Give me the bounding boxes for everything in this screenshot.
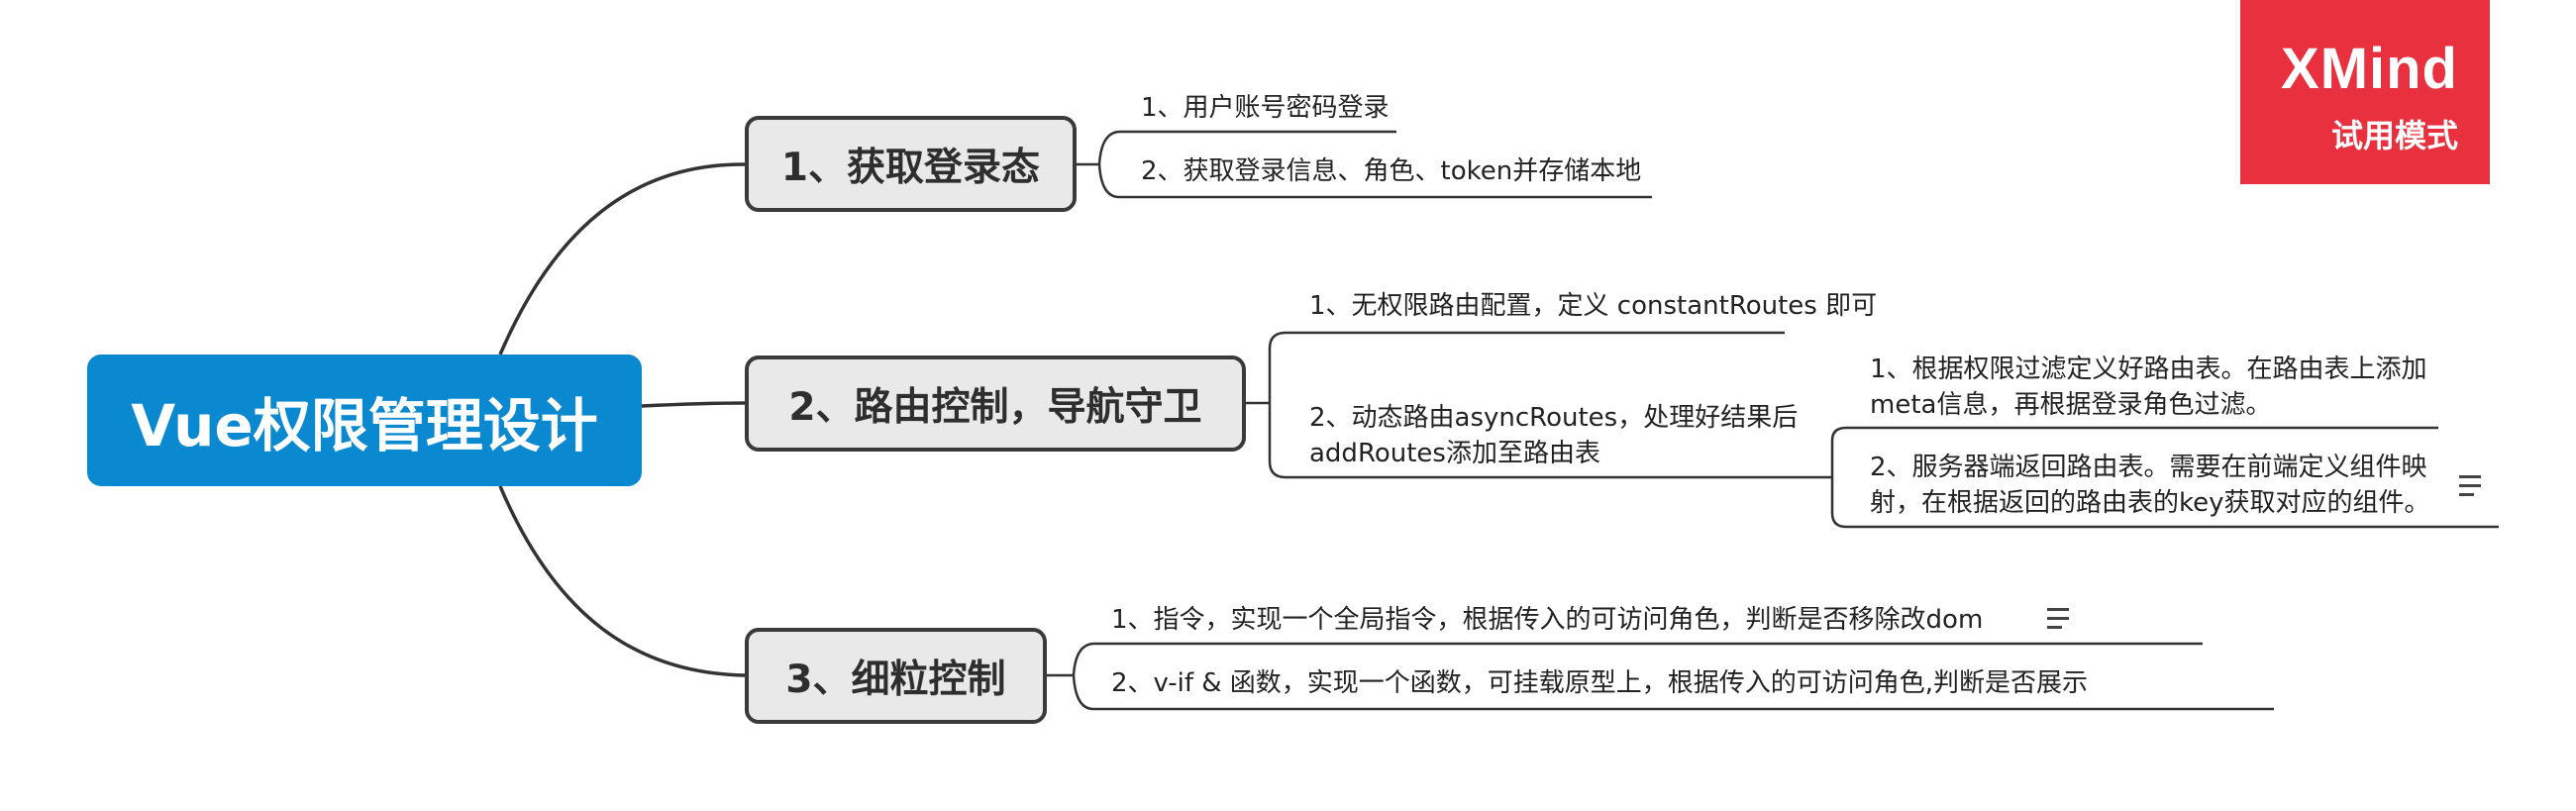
- leaf-text-line1: 2、服务器端返回路由表。需要在前端定义组件映: [1870, 453, 2427, 482]
- leaf-text: 2、v-if & 函数，实现一个函数，可挂载原型上，根据传入的可访问角色,判断是…: [1111, 668, 2089, 698]
- leaf-account-login[interactable]: 1、用户账号密码登录: [1141, 90, 1390, 126]
- badge-brand: XMind: [2281, 37, 2458, 101]
- leaf-server-routes[interactable]: 2、服务器端返回路由表。需要在前端定义组件映 射，在根据返回的路由表的key获取…: [1870, 450, 2464, 521]
- leaf-text: 1、指令，实现一个全局指令，根据传入的可访问角色，判断是否移除改dom: [1111, 605, 1984, 635]
- leaf-text: 2、获取登录信息、角色、token并存储本地: [1141, 156, 1642, 186]
- connector-root-topic2: [641, 401, 746, 408]
- connector-root-topic1: [498, 162, 746, 355]
- connector-topic2-leaves: [1246, 331, 1832, 479]
- topic-label: 3、细粒控制: [785, 657, 1006, 702]
- connector-root-topic3: [498, 485, 746, 677]
- topic-label: 1、获取登录态: [780, 145, 1041, 190]
- leaf-text-line2: 射，在根据返回的路由表的key获取对应的组件。: [1870, 488, 2430, 518]
- leaf-vif-function[interactable]: 2、v-if & 函数，实现一个函数，可挂载原型上，根据传入的可访问角色,判断是…: [1111, 665, 2088, 701]
- leaf-text-line1: 2、动态路由asyncRoutes，处理好结果后: [1309, 403, 1799, 433]
- root-node[interactable]: Vue权限管理设计: [87, 355, 642, 486]
- topic-label: 2、路由控制，导航守卫: [788, 384, 1202, 430]
- topic-route-control[interactable]: 2、路由控制，导航守卫: [745, 355, 1246, 452]
- leaf-store-token[interactable]: 2、获取登录信息、角色、token并存储本地: [1141, 153, 1641, 189]
- leaf-text-line1: 1、根据权限过滤定义好路由表。在路由表上添加: [1870, 355, 2427, 384]
- leaf-text-line2: addRoutes添加至路由表: [1309, 439, 1600, 468]
- badge-subtitle: 试用模式: [2330, 117, 2458, 154]
- note-icon[interactable]: [2459, 475, 2481, 502]
- connector-subleaves: [1830, 426, 2499, 529]
- connector-topic1-leaves: [1077, 130, 1652, 199]
- leaf-directive[interactable]: 1、指令，实现一个全局指令，根据传入的可访问角色，判断是否移除改dom: [1111, 602, 1983, 638]
- leaf-text-line2: meta信息，再根据登录角色过滤。: [1870, 390, 2272, 420]
- leaf-constant-routes[interactable]: 1、无权限路由配置，定义 constantRoutes 即可: [1309, 288, 1877, 324]
- topic-login-state[interactable]: 1、获取登录态: [745, 116, 1077, 212]
- leaf-filter-routes[interactable]: 1、根据权限过滤定义好路由表。在路由表上添加 meta信息，再根据登录角色过滤。: [1870, 352, 2464, 423]
- note-icon[interactable]: [2047, 608, 2069, 635]
- leaf-async-routes[interactable]: 2、动态路由asyncRoutes，处理好结果后 addRoutes添加至路由表: [1309, 400, 1824, 471]
- connector-topic3-leaves: [1047, 642, 2274, 711]
- root-title: Vue权限管理设计: [131, 391, 598, 459]
- leaf-text: 1、用户账号密码登录: [1141, 93, 1390, 123]
- topic-fine-control[interactable]: 3、细粒控制: [745, 628, 1047, 724]
- leaf-text: 1、无权限路由配置，定义 constantRoutes 即可: [1309, 291, 1878, 321]
- xmind-trial-badge: XMind 试用模式: [2240, 0, 2490, 184]
